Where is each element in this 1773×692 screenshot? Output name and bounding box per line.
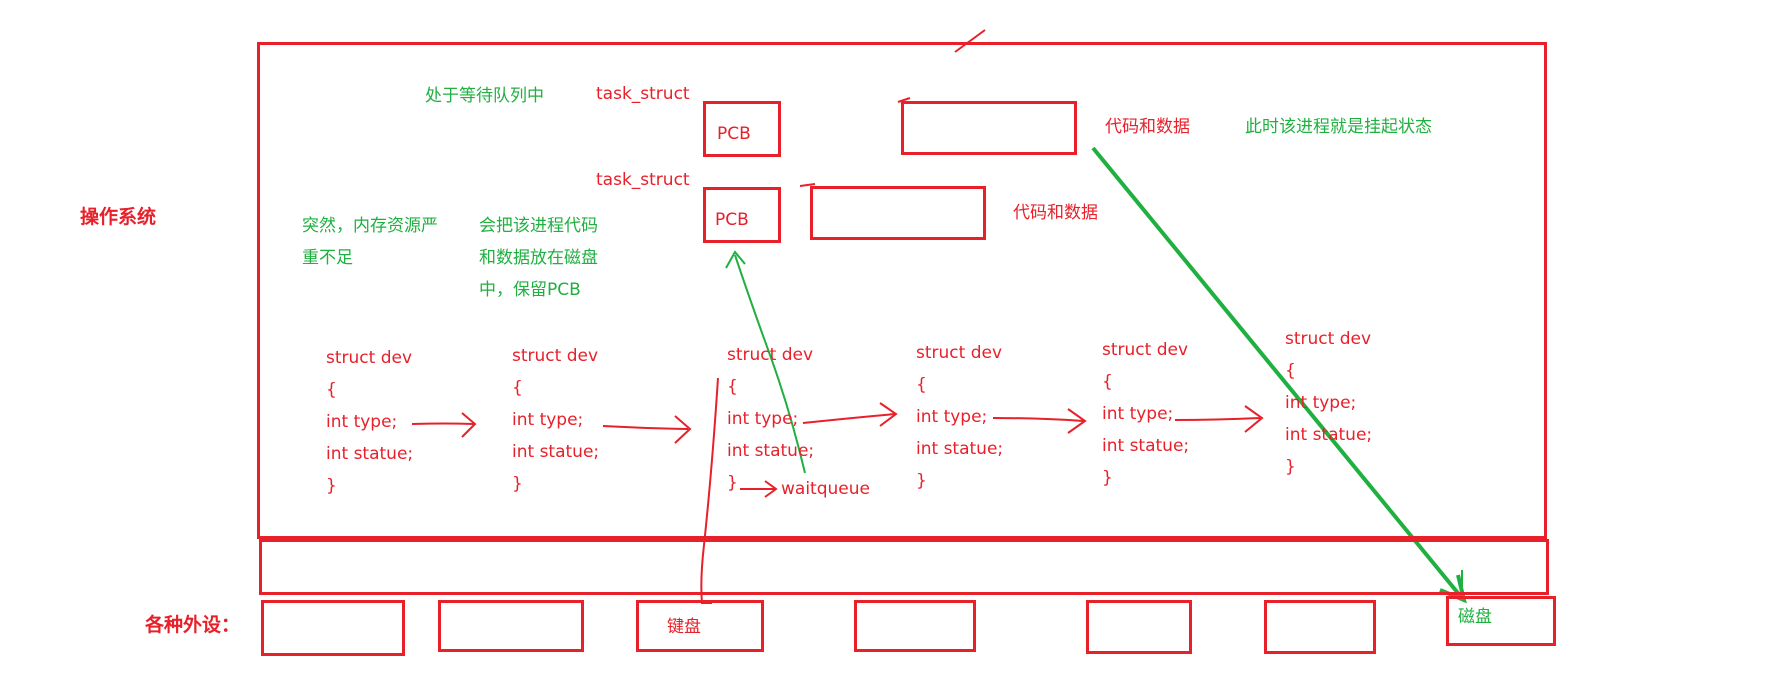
struct-dev-node-4: struct dev { int type; int statue; } <box>916 337 1003 497</box>
struct-dev-6-line-3: int type; <box>1285 393 1357 413</box>
code-data-box-1 <box>901 101 1077 155</box>
struct-dev-2-line-5: } <box>512 474 523 494</box>
struct-dev-4-line-4: int statue; <box>916 439 1004 459</box>
swap-out-note: 会把该进程代码 和数据放在磁盘 中，保留PCB <box>479 210 598 306</box>
struct-dev-node-3: struct dev { int type; int statue; } <box>727 339 814 499</box>
memory-shortage-line-2: 重不足 <box>302 248 353 268</box>
pcb-box-2 <box>703 187 781 243</box>
swap-out-line-2: 和数据放在磁盘 <box>479 248 598 268</box>
struct-dev-6-line-1: struct dev <box>1285 329 1372 349</box>
pcb-label-1: PCB <box>717 124 751 144</box>
struct-dev-5-line-2: { <box>1102 372 1113 392</box>
struct-dev-5-line-4: int statue; <box>1102 436 1190 456</box>
waiting-queue-label: 处于等待队列中 <box>425 86 544 106</box>
task-struct-label-2: task_struct <box>596 170 690 190</box>
struct-dev-node-6: struct dev { int type; int statue; } <box>1285 323 1372 483</box>
code-data-box-2 <box>810 186 986 240</box>
tick-mark-2 <box>799 183 816 187</box>
struct-dev-1-line-4: int statue; <box>326 444 414 464</box>
memory-shortage-note: 突然，内存资源严 重不足 <box>302 210 438 274</box>
swap-to-disk-arrow <box>1091 146 1464 600</box>
keyboard-link-line <box>700 377 719 604</box>
struct-dev-4-line-3: int type; <box>916 407 988 427</box>
swap-out-line-3: 中，保留PCB <box>479 280 581 300</box>
peripheral-box-2 <box>438 600 584 652</box>
swap-out-line-1: 会把该进程代码 <box>479 216 598 236</box>
struct-dev-node-5: struct dev { int type; int statue; } <box>1102 334 1189 494</box>
code-data-label-1: 代码和数据 <box>1105 117 1190 137</box>
suspended-state-label: 此时该进程就是挂起状态 <box>1245 117 1432 137</box>
struct-dev-2-line-3: int type; <box>512 410 584 430</box>
struct-dev-4-line-5: } <box>916 471 927 491</box>
struct-dev-6-line-2: { <box>1285 361 1296 381</box>
peripheral-box-6 <box>1264 600 1376 654</box>
driver-strip-box <box>259 539 1549 595</box>
keyboard-label: 键盘 <box>667 617 701 637</box>
struct-dev-2-line-2: { <box>512 378 523 398</box>
peripherals-label: 各种外设： <box>145 614 241 636</box>
tick-mark-1 <box>897 97 911 103</box>
task-struct-label-1: task_struct <box>596 84 690 104</box>
pcb-box-1 <box>703 101 781 157</box>
struct-dev-1-line-3: int type; <box>326 412 398 432</box>
stray-mark <box>954 29 986 53</box>
peripheral-box-1 <box>261 600 405 656</box>
struct-dev-3-line-5: } <box>727 473 738 493</box>
struct-dev-5-line-1: struct dev <box>1102 340 1189 360</box>
struct-dev-1-line-5: } <box>326 476 337 496</box>
struct-dev-6-line-5: } <box>1285 457 1296 477</box>
struct-dev-2-line-4: int statue; <box>512 442 600 462</box>
struct-dev-2-line-1: struct dev <box>512 346 599 366</box>
peripheral-box-keyboard <box>636 600 764 652</box>
list-arrows <box>411 402 1264 444</box>
code-data-label-2: 代码和数据 <box>1013 203 1098 223</box>
struct-dev-5-line-5: } <box>1102 468 1113 488</box>
struct-dev-3-line-2: { <box>727 377 738 397</box>
struct-dev-4-line-2: { <box>916 375 927 395</box>
struct-dev-3-line-1: struct dev <box>727 345 814 365</box>
struct-dev-3-line-3: int type; <box>727 409 799 429</box>
struct-dev-3-line-4: int statue; <box>727 441 815 461</box>
os-label: 操作系统 <box>80 206 157 228</box>
peripheral-box-disk <box>1446 596 1556 646</box>
waitqueue-label: waitqueue <box>781 479 870 499</box>
list-arrow-1 <box>411 412 477 438</box>
struct-dev-node-1: struct dev { int type; int statue; } <box>326 342 413 502</box>
pcb-wait-arrowhead <box>725 250 746 269</box>
struct-dev-1-line-1: struct dev <box>326 348 413 368</box>
pcb-wait-curve <box>734 254 806 474</box>
struct-dev-6-line-4: int statue; <box>1285 425 1373 445</box>
peripheral-box-5 <box>1086 600 1192 654</box>
list-arrow-4 <box>992 408 1087 434</box>
list-arrow-2 <box>602 415 692 444</box>
waitqueue-arrow <box>740 480 778 498</box>
struct-dev-5-line-3: int type; <box>1102 404 1174 424</box>
list-arrow-5 <box>1174 405 1264 433</box>
struct-dev-1-line-2: { <box>326 380 337 400</box>
os-box <box>257 42 1547 539</box>
struct-dev-node-2: struct dev { int type; int statue; } <box>512 340 599 500</box>
struct-dev-4-line-1: struct dev <box>916 343 1003 363</box>
disk-label: 磁盘 <box>1458 607 1492 627</box>
pcb-label-2: PCB <box>715 210 749 230</box>
peripheral-box-4 <box>854 600 976 652</box>
list-arrow-3 <box>802 402 898 427</box>
memory-shortage-line-1: 突然，内存资源严 <box>302 216 438 236</box>
